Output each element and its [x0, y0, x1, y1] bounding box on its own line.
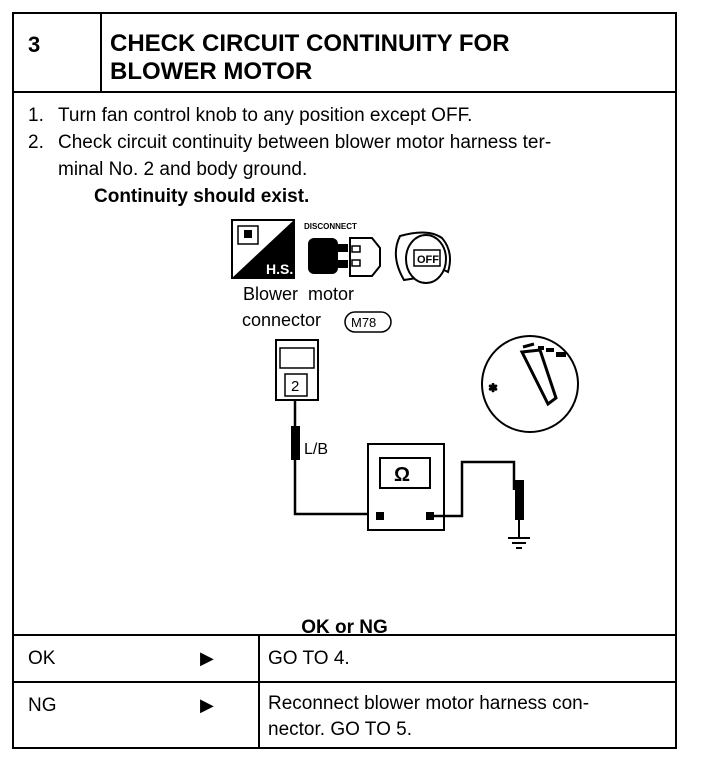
instruction-text: Turn fan control knob to any position ex… [58, 105, 473, 126]
result-heading: OK or NG [301, 617, 388, 638]
procedure-box: 3 CHECK CIRCUIT CONTINUITY FOR BLOWER MO… [12, 12, 677, 749]
instruction-text: Check circuit continuity between blower … [58, 132, 552, 153]
terminal-number: 2 [291, 378, 299, 395]
connector-code-badge: M78 [344, 311, 392, 333]
result-status: OK [28, 648, 56, 669]
wire-color: L/B [304, 441, 328, 458]
instruction-2: 2. Check circuit continuity between blow… [28, 129, 665, 183]
step-title: CHECK CIRCUIT CONTINUITY FOR BLOWER MOTO… [102, 14, 675, 93]
ohmmeter: Ω [367, 443, 445, 531]
harness-side-icon: H.S. [231, 219, 295, 279]
ignition-off-icon: OFF [394, 231, 451, 284]
instruction-number: 1. [28, 105, 44, 126]
svg-text:Ω: Ω [394, 464, 410, 486]
svg-text:M78: M78 [351, 315, 376, 330]
svg-text:DISCONNECT: DISCONNECT [304, 222, 357, 231]
result-status: NG [28, 695, 57, 716]
arrow-icon: ▶ [200, 648, 214, 668]
title-line-1: CHECK CIRCUIT CONTINUITY FOR [110, 30, 510, 57]
instruction-text-cont: minal No. 2 and body ground. [58, 159, 308, 180]
svg-text:✽: ✽ [488, 381, 498, 395]
step-number: 3 [14, 14, 102, 93]
instruction-1: 1. Turn fan control knob to any position… [28, 102, 665, 129]
result-row-ok: OK ▶ GO TO 4. [14, 634, 675, 681]
instructions: 1. Turn fan control knob to any position… [28, 102, 665, 210]
arrow-icon: ▶ [200, 695, 214, 715]
instruction-number: 2. [28, 132, 44, 153]
result-action: Reconnect blower motor harness con- nect… [258, 683, 677, 747]
fan-control-knob-icon: ✽ [481, 335, 579, 433]
disconnect-icon: DISCONNECT [304, 222, 381, 277]
title-line-2: BLOWER MOTOR [110, 58, 313, 85]
svg-text:OFF: OFF [417, 254, 439, 266]
hs-label: H.S. [266, 261, 293, 277]
ground-symbol [508, 537, 530, 549]
result-action: GO TO 4. [258, 636, 677, 681]
circuit-diagram: H.S. DISCONNECT OFF Blower motor connect… [231, 219, 579, 549]
connector-label-2: connector [242, 310, 321, 330]
connector-label: Blower motor [243, 284, 354, 304]
expected-result: Continuity should exist. [94, 186, 310, 207]
result-row-ng: NG ▶ Reconnect blower motor harness con-… [14, 681, 675, 747]
blower-motor-connector: 2 [275, 339, 319, 401]
